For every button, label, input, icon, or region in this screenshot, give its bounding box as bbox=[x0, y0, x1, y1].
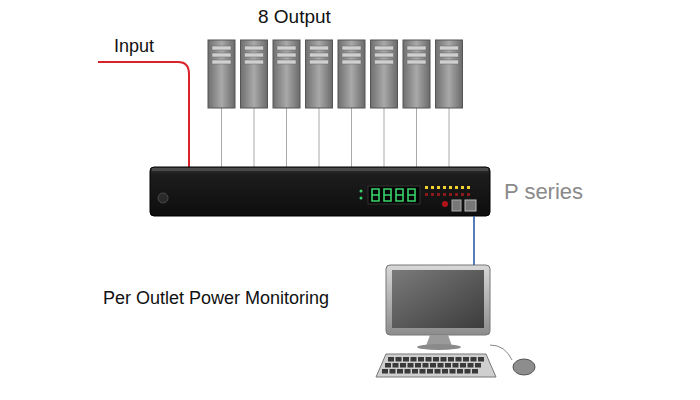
output-label: 8 Output bbox=[258, 7, 331, 28]
node-label: P series bbox=[504, 180, 583, 204]
pdu-device bbox=[150, 167, 490, 216]
pdu-device: P series bbox=[150, 167, 600, 216]
computer bbox=[376, 265, 535, 377]
input-cable bbox=[98, 62, 189, 170]
monitoring-computer: Per Outlet Power Monitoring bbox=[100, 265, 495, 378]
data-cable bbox=[473, 216, 475, 265]
node-label: Per Outlet Power Monitoring bbox=[103, 289, 329, 309]
input-label: Input bbox=[114, 37, 154, 57]
server-row bbox=[208, 40, 463, 168]
